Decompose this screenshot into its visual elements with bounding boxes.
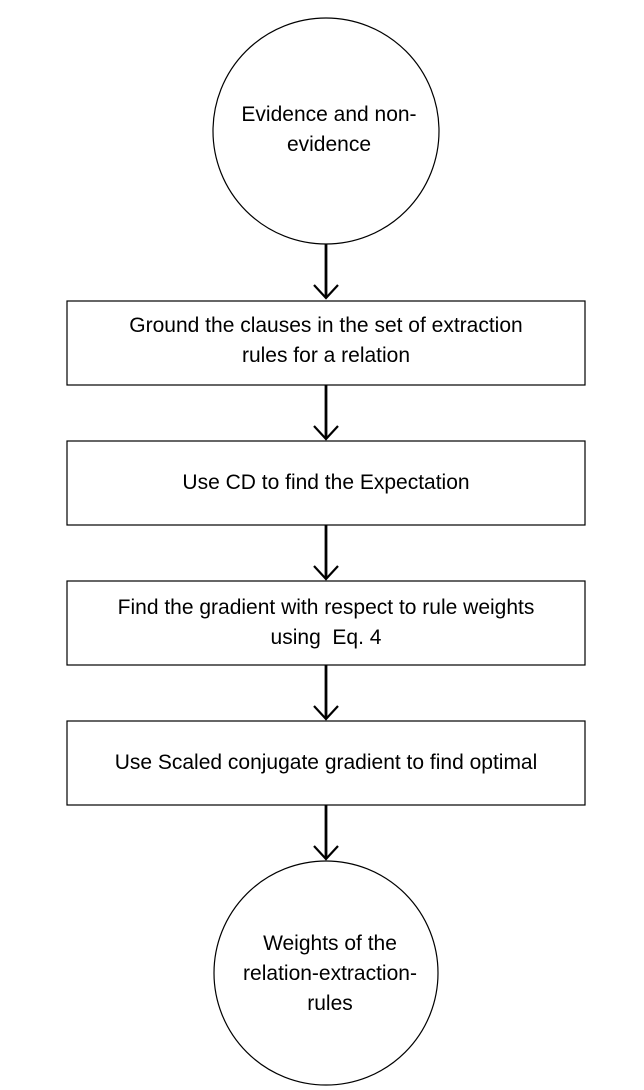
use-cd-label: Use CD to find the Expectation	[80, 453, 572, 513]
use-cd-line1: Use CD to find the Expectation	[182, 471, 470, 494]
find-gradient-line2: using Eq. 4	[270, 626, 382, 649]
start-node-line1: Evidence and non-	[241, 103, 417, 126]
end-node-label: Weights of the relation-extraction- rule…	[238, 926, 422, 1022]
scaled-conjugate-gradient-box	[66, 720, 586, 806]
end-node-line3: rules	[307, 992, 353, 1015]
ground-clauses-line2: rules for a relation	[241, 344, 411, 367]
start-node-line2: evidence	[286, 133, 372, 156]
scaled-conjugate-gradient-label: Use Scaled conjugate gradient to find op…	[72, 733, 580, 793]
arrow-head-1	[313, 284, 339, 300]
scaled-conjugate-gradient-line1: Use Scaled conjugate gradient to find op…	[114, 751, 538, 774]
find-gradient-label: Find the gradient with respect to rule w…	[72, 592, 580, 654]
find-gradient-line1: Find the gradient with respect to rule w…	[117, 596, 535, 619]
ground-clauses-line1: Ground the clauses in the set of extract…	[129, 314, 523, 337]
use-cd-box	[66, 440, 586, 526]
ground-clauses-label: Ground the clauses in the set of extract…	[80, 310, 572, 372]
arrow-head-2	[313, 425, 339, 441]
arrow-head-4	[313, 705, 339, 721]
start-node-label: Evidence and non- evidence	[222, 90, 436, 170]
end-node-line2: relation-extraction-	[243, 962, 417, 985]
end-node-line1: Weights of the	[263, 932, 397, 955]
end-node-circle	[213, 860, 439, 1086]
arrow-head-5	[313, 845, 339, 861]
arrow-head-3	[313, 565, 339, 581]
ground-clauses-box	[66, 300, 586, 386]
